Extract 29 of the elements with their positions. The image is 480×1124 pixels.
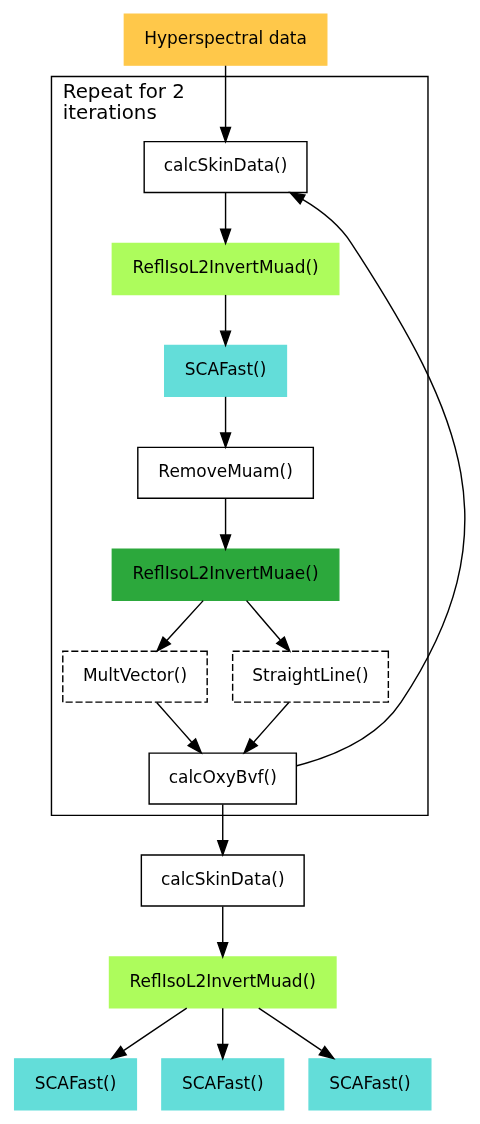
node-box: calcOxyBvf() xyxy=(148,752,298,805)
arrow xyxy=(219,498,232,552)
arrow xyxy=(109,1007,188,1060)
arrow xyxy=(155,701,203,755)
arrow xyxy=(219,396,232,450)
node-box: SCAFast() xyxy=(164,344,288,398)
arrow xyxy=(219,192,232,246)
node-box: StraightLine() xyxy=(231,650,390,703)
arrow xyxy=(242,701,290,755)
node-box: calcSkinData() xyxy=(140,854,305,907)
node-box: calcSkinData() xyxy=(143,140,308,194)
arrow xyxy=(288,191,466,767)
node-box: RemoveMuam() xyxy=(137,446,315,499)
node-box: MultVector() xyxy=(62,650,208,703)
node-box: Hyperspectral data xyxy=(123,13,328,66)
node-box: SCAFast() xyxy=(308,1058,432,1111)
arrow xyxy=(258,1007,336,1060)
node-box: ReflIsoL2InvertMuad() xyxy=(108,956,337,1009)
arrow xyxy=(216,803,229,857)
arrow xyxy=(155,599,204,653)
node-box: SCAFast() xyxy=(161,1058,285,1111)
arrow xyxy=(245,599,292,653)
node-box: ReflIsoL2InvertMuae() xyxy=(111,548,340,601)
arrow xyxy=(219,294,232,348)
node-box: ReflIsoL2InvertMuad() xyxy=(111,242,340,296)
node-box: SCAFast() xyxy=(13,1058,138,1111)
arrow xyxy=(216,1007,229,1061)
arrow xyxy=(216,905,229,959)
arrow xyxy=(219,65,232,144)
